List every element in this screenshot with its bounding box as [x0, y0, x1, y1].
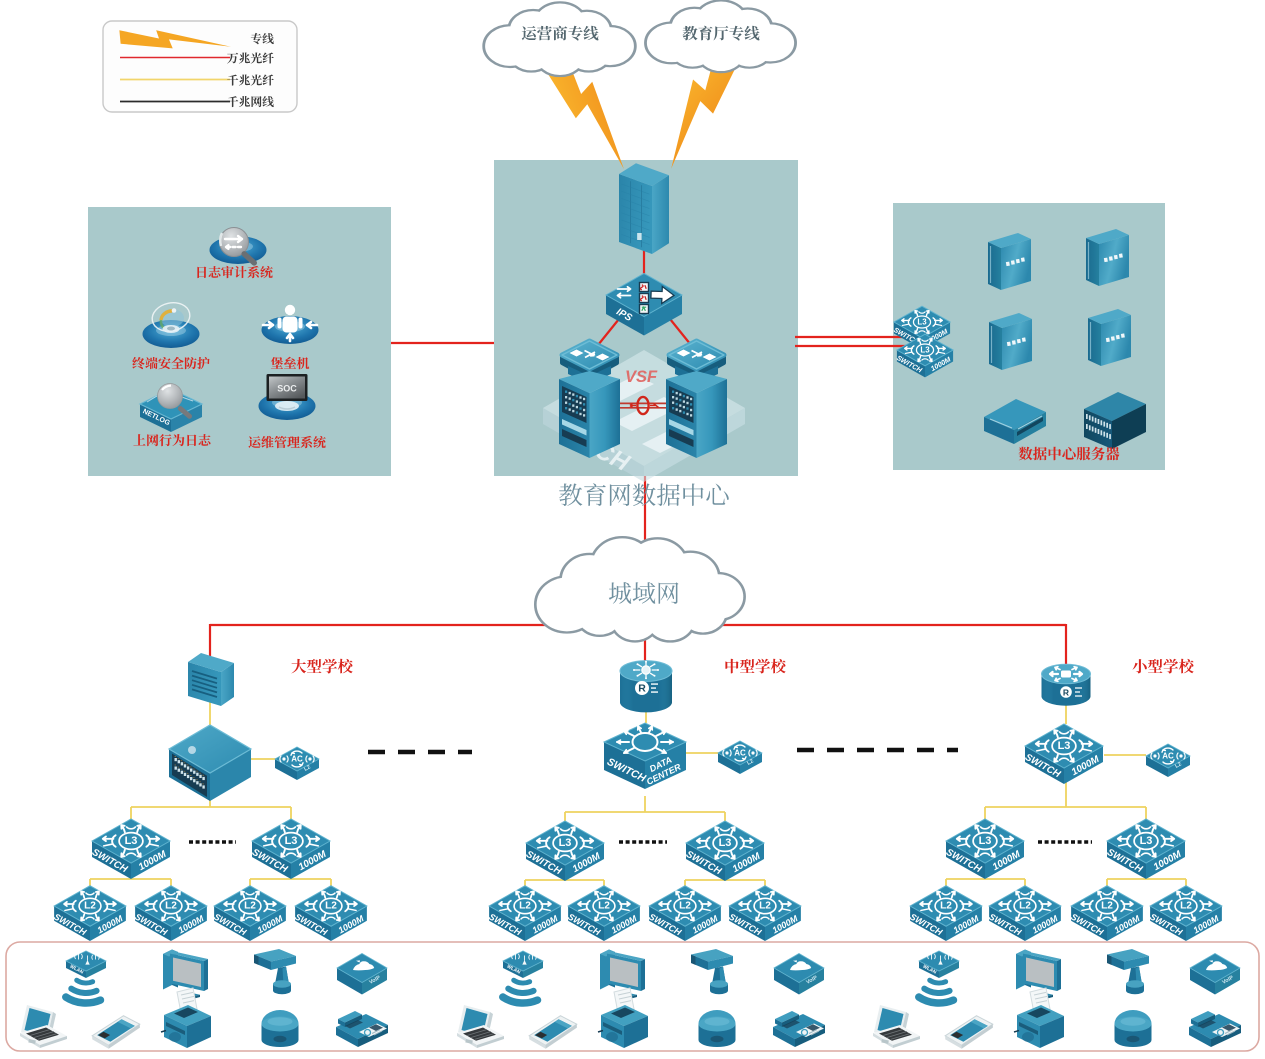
svg-text:L2: L2: [325, 901, 337, 912]
svg-text:L3: L3: [1058, 740, 1071, 752]
svg-text:L2: L2: [746, 758, 755, 766]
svg-text:L2: L2: [1101, 901, 1113, 912]
svg-text:L2: L2: [165, 901, 177, 912]
svg-text:L2: L2: [1180, 901, 1192, 912]
svg-text:L2: L2: [940, 901, 952, 912]
svg-text:L3: L3: [1140, 835, 1153, 847]
svg-text:SOC: SOC: [277, 384, 297, 394]
svg-text:VoIP: VoIP: [805, 975, 819, 986]
svg-text:VSF: VSF: [625, 368, 658, 386]
svg-text:AC: AC: [291, 755, 303, 764]
svg-text:L3: L3: [559, 837, 572, 849]
svg-text:L2: L2: [679, 901, 691, 912]
svg-text:L3: L3: [125, 835, 138, 847]
svg-text:AC: AC: [1162, 752, 1174, 761]
svg-text:L2: L2: [244, 901, 256, 912]
svg-text:L3: L3: [719, 837, 732, 849]
svg-text:VoIP: VoIP: [368, 975, 382, 986]
svg-text:R: R: [638, 683, 646, 695]
svg-text:L2: L2: [1174, 761, 1183, 769]
svg-text:AC: AC: [734, 749, 746, 758]
svg-text:L2: L2: [598, 901, 610, 912]
svg-text:L3: L3: [979, 835, 992, 847]
svg-text:R: R: [1063, 688, 1069, 698]
svg-text:L3: L3: [917, 318, 927, 327]
svg-text:L2: L2: [84, 901, 96, 912]
svg-text:L3: L3: [285, 835, 298, 847]
svg-text:L2: L2: [519, 901, 531, 912]
svg-text:L2: L2: [303, 764, 312, 772]
svg-text:L3: L3: [920, 346, 930, 355]
svg-text:L2: L2: [759, 901, 771, 912]
svg-text:VoIP: VoIP: [1221, 975, 1235, 986]
svg-text:L2: L2: [1019, 901, 1031, 912]
